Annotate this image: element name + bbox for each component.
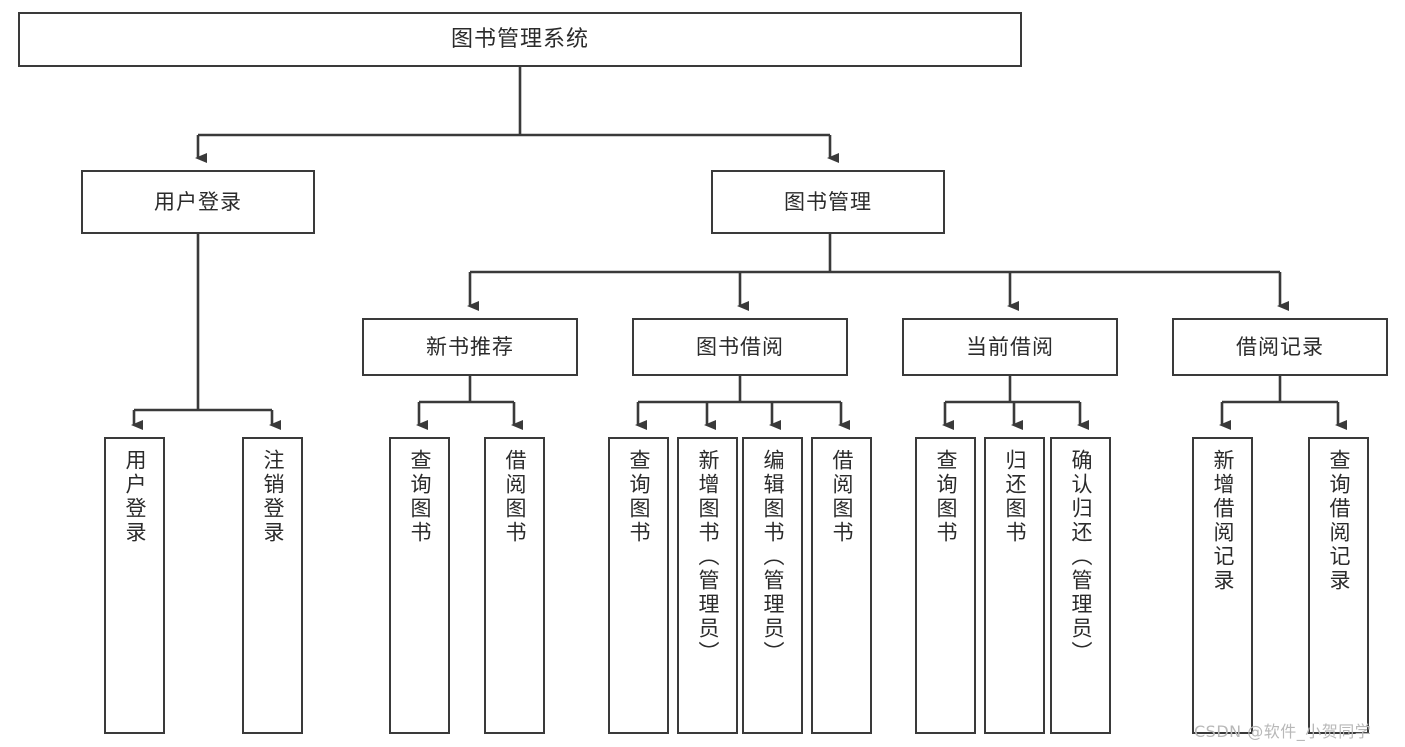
node-root-system[interactable]: 图书管理系统 (18, 12, 1022, 67)
node-leaf-user-login[interactable]: 用户登录 (104, 437, 165, 734)
node-leaf-borrow-book-2[interactable]: 借阅图书 (811, 437, 872, 734)
node-label: 图书管理 (784, 189, 872, 214)
node-leaf-return-book[interactable]: 归还图书 (984, 437, 1045, 734)
node-user-login[interactable]: 用户登录 (81, 170, 315, 234)
node-label: 注销登录 (261, 449, 286, 545)
node-book-manage[interactable]: 图书管理 (711, 170, 945, 234)
node-borrow-record[interactable]: 借阅记录 (1172, 318, 1388, 376)
node-label: 新增借阅记录 (1211, 449, 1236, 593)
node-label: 借阅图书 (503, 449, 528, 545)
node-label: 用户登录 (154, 189, 242, 214)
node-leaf-query-book-1[interactable]: 查询图书 (389, 437, 450, 734)
node-label: 图书管理系统 (450, 26, 589, 52)
node-label: 查询图书 (627, 449, 652, 545)
node-label: 图书借阅 (696, 334, 784, 359)
csdn-watermark: CSDN @软件_小贺同学 (1194, 722, 1372, 741)
node-leaf-query-record[interactable]: 查询借阅记录 (1308, 437, 1369, 734)
node-label: 借阅图书 (830, 449, 855, 545)
node-label: 新书推荐 (426, 334, 514, 359)
node-current-borrow[interactable]: 当前借阅 (902, 318, 1118, 376)
node-label: 编辑图书（管理员） (761, 449, 786, 665)
node-label: 查询借阅记录 (1327, 449, 1352, 593)
node-book-borrow[interactable]: 图书借阅 (632, 318, 848, 376)
node-leaf-confirm-return[interactable]: 确认归还（管理员） (1050, 437, 1111, 734)
node-label: 归还图书 (1003, 449, 1028, 545)
node-leaf-query-book-2[interactable]: 查询图书 (608, 437, 669, 734)
node-leaf-add-record[interactable]: 新增借阅记录 (1192, 437, 1253, 734)
node-leaf-logout-login[interactable]: 注销登录 (242, 437, 303, 734)
node-label: 用户登录 (123, 449, 148, 545)
node-label: 当前借阅 (966, 334, 1054, 359)
node-label: 借阅记录 (1236, 334, 1324, 359)
node-leaf-edit-book[interactable]: 编辑图书（管理员） (742, 437, 803, 734)
node-label: 查询图书 (934, 449, 959, 545)
node-leaf-query-book-3[interactable]: 查询图书 (915, 437, 976, 734)
node-new-book-recommend[interactable]: 新书推荐 (362, 318, 578, 376)
node-leaf-borrow-book-1[interactable]: 借阅图书 (484, 437, 545, 734)
node-label: 确认归还（管理员） (1069, 449, 1094, 665)
node-label: 查询图书 (408, 449, 433, 545)
node-leaf-add-book[interactable]: 新增图书（管理员） (677, 437, 738, 734)
node-label: 新增图书（管理员） (696, 449, 721, 665)
